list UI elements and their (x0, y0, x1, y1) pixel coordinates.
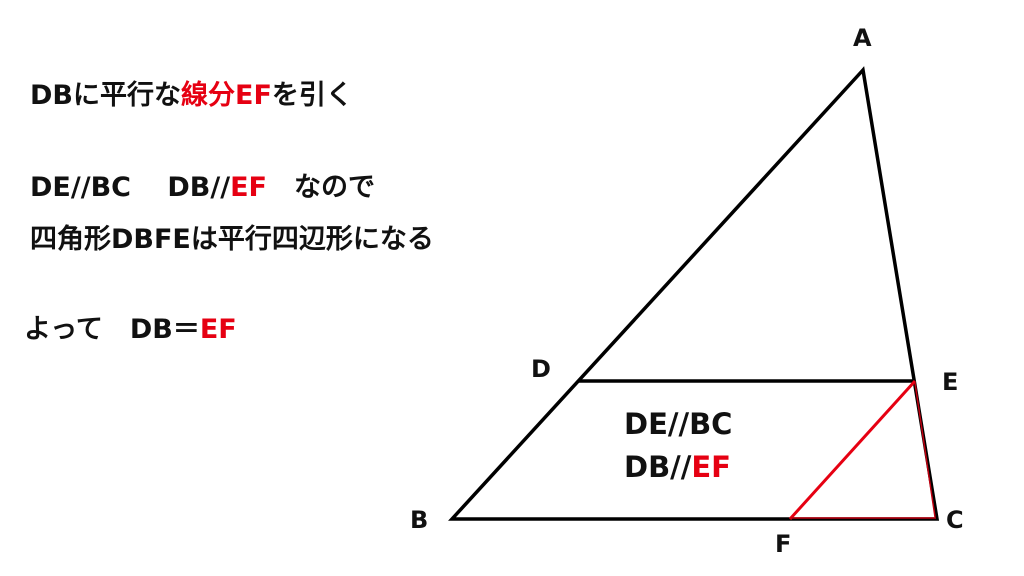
highlight-ef: EF (230, 172, 267, 203)
label-d: D (531, 355, 551, 383)
inner-de-bc: DE//BC (624, 407, 733, 441)
label-f: F (775, 530, 792, 558)
text-part: を引く (271, 80, 353, 111)
text-part: DB// (624, 450, 692, 484)
statement-conclusion: よって DB＝EF (24, 316, 237, 343)
label-c: C (946, 506, 964, 534)
label-b: B (410, 506, 429, 534)
label-a: A (853, 24, 872, 52)
segment-ef (788, 379, 917, 521)
label-e: E (942, 368, 959, 396)
statement-parallelogram: 四角形DBFEは平行四辺形になる (30, 224, 434, 255)
triangle-abc (448, 66, 940, 521)
text-part: DBに平行な (30, 80, 181, 111)
statement-parallels: DE//BC DB//EF なので (30, 174, 375, 201)
highlight-ef: EF (691, 450, 731, 484)
segment-ec-red (914, 382, 936, 518)
highlight-ef: 線分EF (181, 80, 272, 111)
text-part: なので (266, 172, 375, 203)
text-part: よって DB＝ (24, 314, 200, 345)
text-part: DE//BC DB// (30, 172, 231, 203)
statement-draw-ef: DBに平行な線分EFを引く (30, 82, 353, 109)
highlight-ef: EF (199, 314, 237, 345)
inner-db-ef: DB//EF (624, 453, 731, 482)
